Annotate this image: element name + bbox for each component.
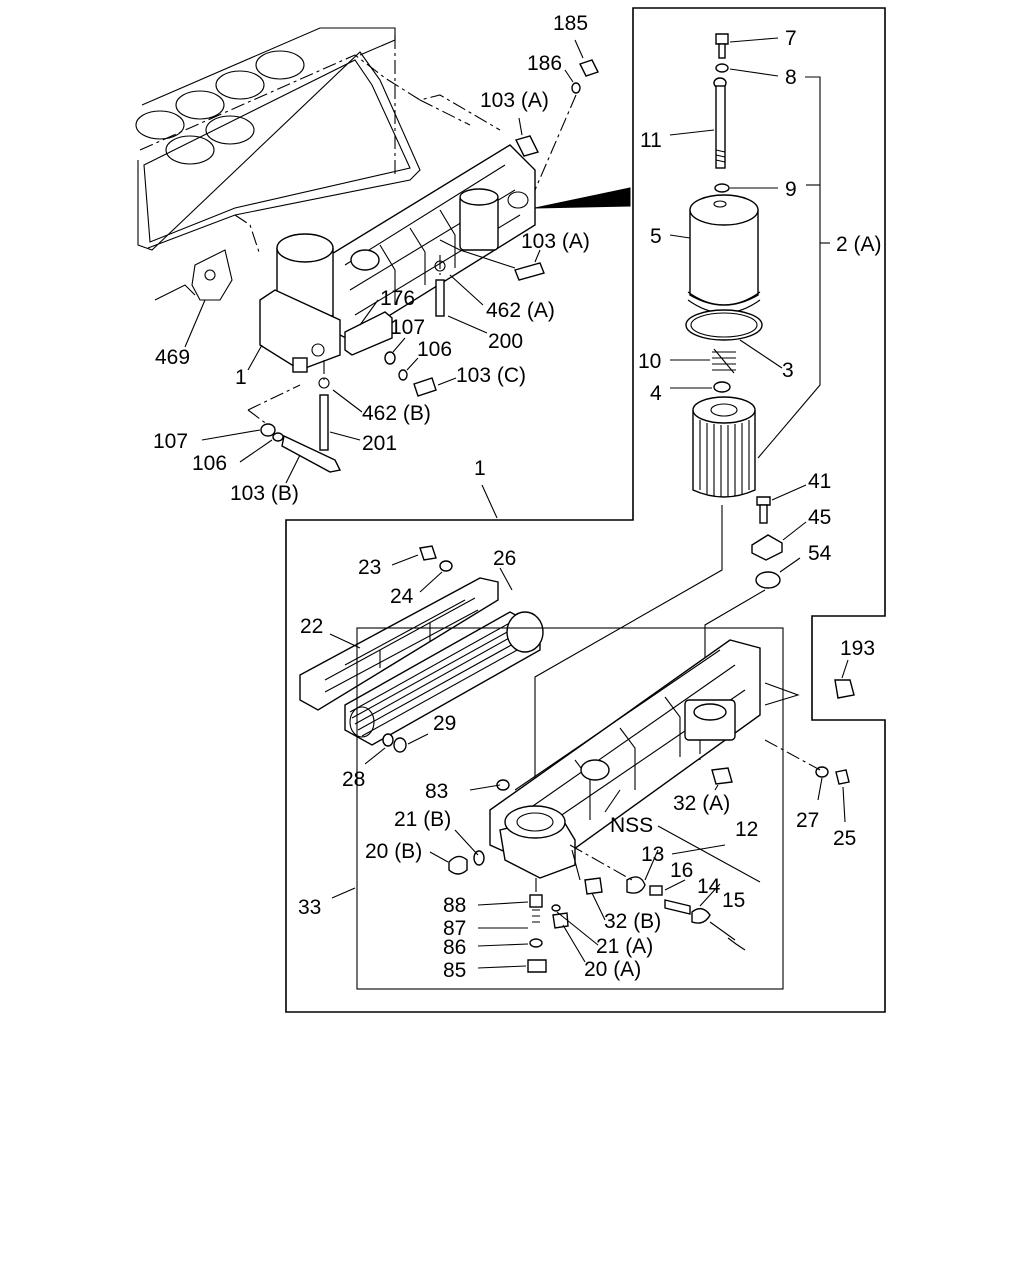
part-labels: 185 186 103 (A) 103 (A) 469 176 107 106 … (153, 12, 882, 982)
oil-cooler-assembly-top (259, 144, 536, 451)
label-33: 33 (298, 896, 321, 919)
label-201: 201 (362, 432, 397, 455)
label-106-bottom: 106 (192, 452, 227, 475)
label-32b: 32 (B) (604, 910, 661, 933)
label-27: 27 (796, 809, 819, 832)
label-176: 176 (380, 287, 415, 310)
label-20b: 20 (B) (365, 840, 422, 863)
label-9: 9 (785, 178, 797, 201)
label-462b: 462 (B) (362, 402, 431, 425)
label-85: 85 (443, 959, 466, 982)
label-15: 15 (722, 889, 745, 912)
label-103a-mid: 103 (A) (521, 230, 590, 253)
label-45: 45 (808, 506, 831, 529)
label-14: 14 (697, 875, 721, 898)
label-83: 83 (425, 780, 448, 803)
label-26: 26 (493, 547, 516, 570)
housing-fasteners (448, 766, 850, 973)
label-186: 186 (527, 52, 562, 75)
bracket-2a (757, 76, 821, 459)
leader-lines-top (184, 39, 584, 519)
side-parts (751, 484, 855, 699)
assembly-frame (285, 7, 886, 1013)
cooler-cover-22 (299, 577, 499, 711)
label-200: 200 (488, 330, 523, 353)
label-41: 41 (808, 470, 831, 493)
label-32a: 32 (A) (673, 792, 730, 815)
label-88: 88 (443, 894, 466, 917)
fasteners-top (260, 59, 599, 473)
sub-assembly-box-33 (356, 627, 784, 990)
label-16: 16 (670, 859, 693, 882)
leader-lines-housing (331, 739, 846, 969)
engine-block (135, 27, 501, 301)
filter-components (685, 33, 763, 498)
label-28: 28 (342, 768, 365, 791)
label-3: 3 (782, 359, 794, 382)
label-54: 54 (808, 542, 832, 565)
label-103c: 103 (C) (456, 364, 526, 387)
label-21a: 21 (A) (596, 935, 653, 958)
label-1-frame: 1 (474, 457, 486, 480)
label-23: 23 (358, 556, 381, 579)
label-87: 87 (443, 917, 466, 940)
label-10: 10 (638, 350, 661, 373)
label-20a: 20 (A) (584, 958, 641, 981)
leader-lines-filter (534, 37, 783, 825)
label-103a-top: 103 (A) (480, 89, 549, 112)
label-193: 193 (840, 637, 875, 660)
gasket-176 (344, 311, 393, 356)
label-8: 8 (785, 66, 797, 89)
label-22: 22 (300, 615, 323, 638)
cooler-parts (329, 545, 513, 765)
label-21b: 21 (B) (394, 808, 451, 831)
pointer-wedge (534, 187, 631, 209)
label-106-top: 106 (417, 338, 452, 361)
label-2a: 2 (A) (836, 233, 882, 256)
label-86: 86 (443, 936, 466, 959)
label-462a: 462 (A) (486, 299, 555, 322)
label-185: 185 (553, 12, 588, 35)
label-12: 12 (735, 818, 758, 841)
oil-cooler-housing (489, 639, 800, 879)
label-103b: 103 (B) (230, 482, 299, 505)
cooler-element-26 (344, 611, 544, 746)
label-25: 25 (833, 827, 856, 850)
label-4: 4 (650, 382, 662, 405)
label-29: 29 (433, 712, 456, 735)
label-7: 7 (785, 27, 797, 50)
label-1-top: 1 (235, 366, 247, 389)
label-24: 24 (390, 585, 414, 608)
label-5: 5 (650, 225, 662, 248)
label-nss: NSS (610, 814, 653, 837)
label-11: 11 (640, 129, 662, 152)
label-13: 13 (641, 843, 664, 866)
label-107-top: 107 (390, 316, 425, 339)
label-469: 469 (155, 346, 190, 369)
label-107-bottom: 107 (153, 430, 188, 453)
